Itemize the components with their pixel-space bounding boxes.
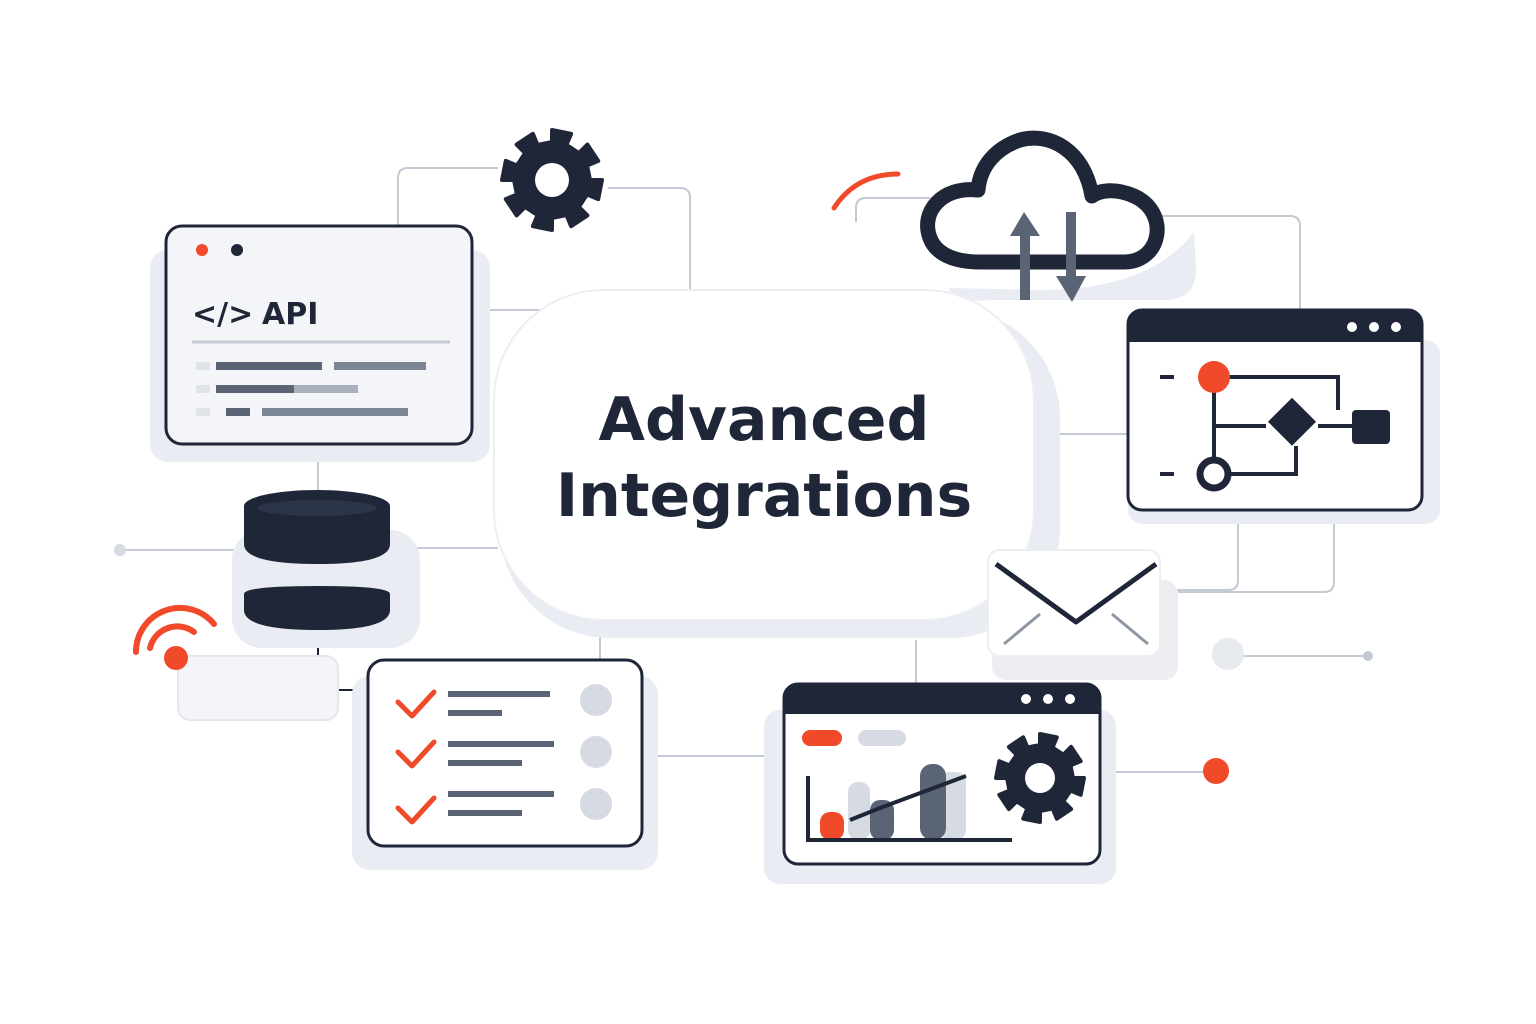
gear-icon (500, 128, 604, 232)
right-gray-dot-small (1363, 651, 1373, 661)
database-icon (232, 490, 420, 648)
red-dot-icon (1203, 758, 1229, 784)
chart-window (764, 682, 1116, 884)
connector-cloud-flow (1150, 215, 1301, 310)
arrow-up-icon (1010, 212, 1040, 300)
arrow-down-icon (1056, 212, 1086, 302)
title-line-2: Integrations (556, 461, 972, 531)
gear-icon (994, 732, 1086, 824)
api-window: </> API (150, 224, 490, 462)
connector-arc-cloud (855, 197, 930, 222)
right-gray-dot-large (1212, 638, 1244, 670)
title-line-1: Advanced (599, 385, 930, 455)
left-gray-dot (114, 544, 126, 556)
api-code-lines (196, 362, 426, 416)
signal-arc-icon (831, 171, 901, 211)
bar-chart-icon (806, 764, 1012, 842)
connector-gear-left (397, 167, 498, 226)
window-dot-red (196, 244, 208, 256)
connector-flow-down-1 (1160, 512, 1239, 591)
checklist-window (352, 658, 658, 870)
window-dot-dark (231, 244, 243, 256)
api-label: API (262, 297, 318, 332)
gear-hole (535, 163, 569, 197)
cloud-sync-icon (920, 130, 1197, 302)
connector-gear-right (608, 187, 691, 290)
title-card: Advanced Integrations (493, 289, 1060, 638)
flowchart-window (1126, 308, 1440, 524)
envelope-icon (987, 549, 1178, 680)
checklist-icon (395, 684, 612, 825)
gear-hole (1025, 763, 1055, 793)
wifi-signal-icon (132, 604, 339, 721)
code-icon: </> (192, 297, 253, 332)
connector-flow-down-2 (1160, 512, 1335, 593)
